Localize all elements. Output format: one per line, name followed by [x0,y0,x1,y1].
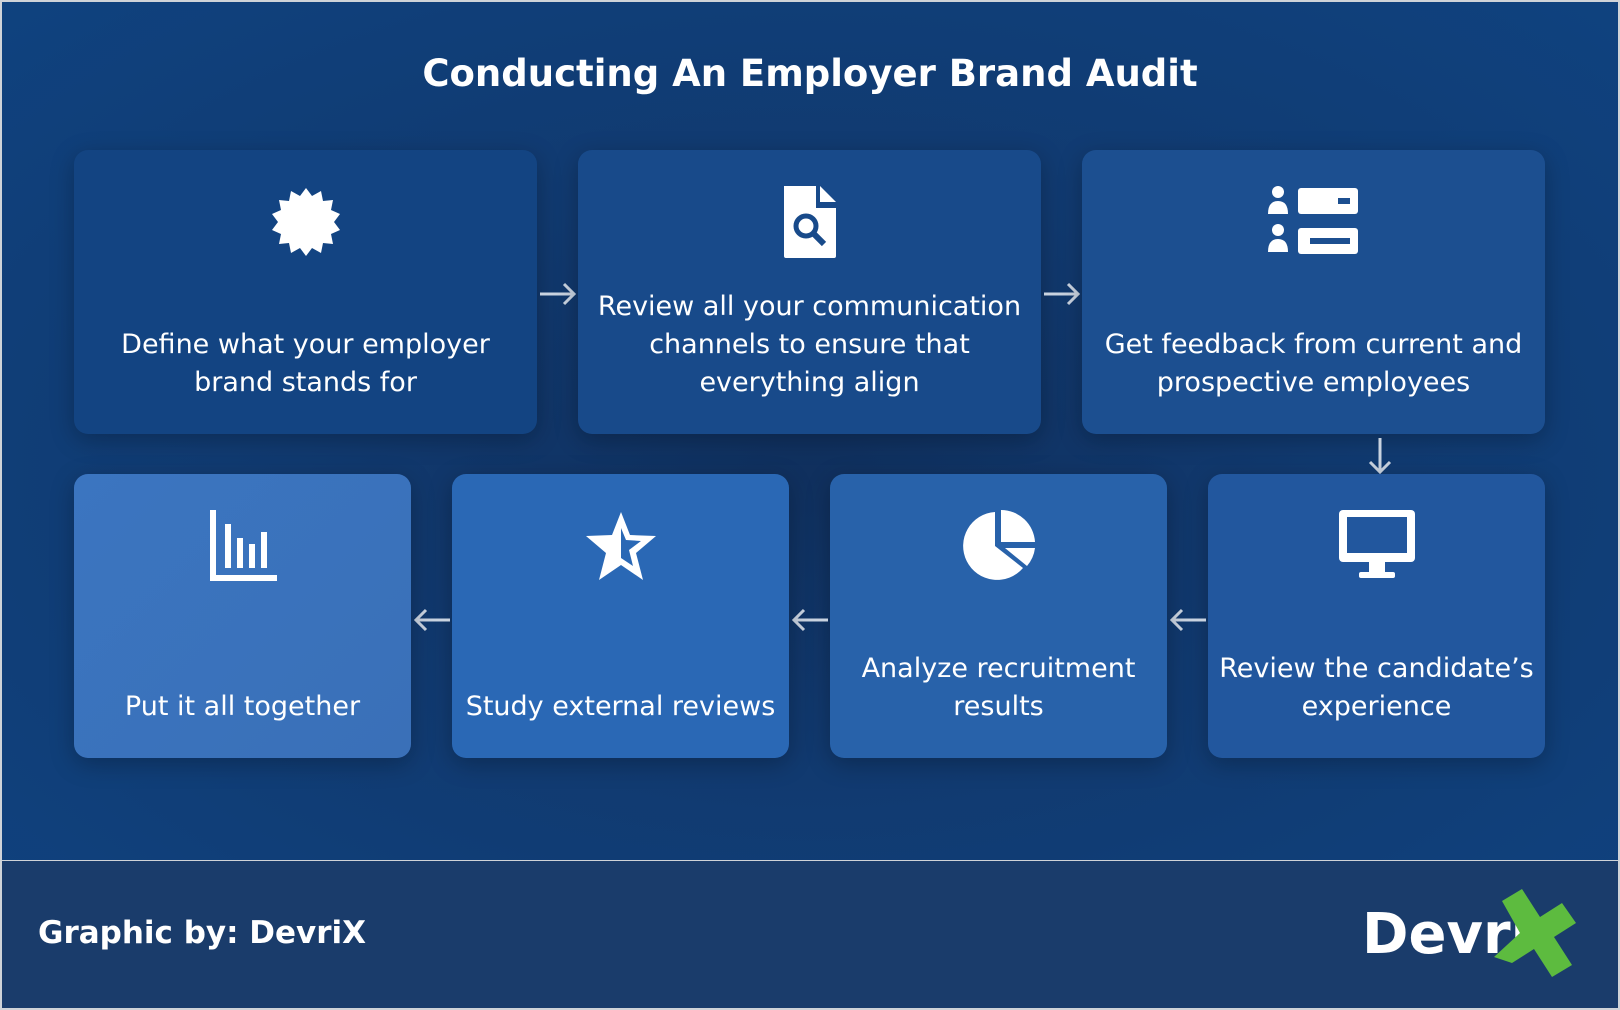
pie-chart-icon [962,509,1035,580]
devrix-logo: Devri [1362,889,1576,977]
step-text: Study external reviews [465,691,776,722]
step-text: Review all your communication channels t… [597,291,1022,398]
step-text: Get feedback from current and prospectiv… [1104,329,1523,398]
step-card-7: Put it all together [74,474,411,758]
step-text: Define what your employer brand stands f… [121,329,490,398]
step-card-2: Review all your communication channels t… [578,150,1041,434]
monitor-icon [1338,510,1415,578]
step-card-1: Define what your employer brand stands f… [74,150,537,434]
star-icon [585,512,656,580]
step-card-5: Analyze recruitment results [830,474,1167,758]
arrow-left-icon [413,608,450,632]
arrow-right-icon [540,282,577,306]
step-text: Analyze recruitment results [861,653,1136,722]
document-search-icon [783,186,836,258]
step-text: Review the candidate’s experience [1219,653,1534,722]
step-card-4: Review the candidate’s experience [1208,474,1545,758]
credit-text: Graphic by: DevriX [38,915,367,951]
bar-chart-icon [209,510,277,581]
arrow-down-icon [1368,438,1392,475]
footer: Graphic by: DevriX Devri [2,861,1618,1008]
arrow-left-icon [791,608,828,632]
user-list-icon [1267,186,1358,254]
page-title: Conducting An Employer Brand Audit [422,52,1198,95]
badge-icon [271,188,340,256]
arrow-left-icon [1169,608,1206,632]
step-card-6: Study external reviews [452,474,789,758]
step-text: Put it all together [124,691,361,722]
arrow-right-icon [1044,282,1081,306]
step-card-3: Get feedback from current and prospectiv… [1082,150,1545,434]
infographic-area: Conducting An Employer Brand Audit Defin… [2,2,1618,860]
